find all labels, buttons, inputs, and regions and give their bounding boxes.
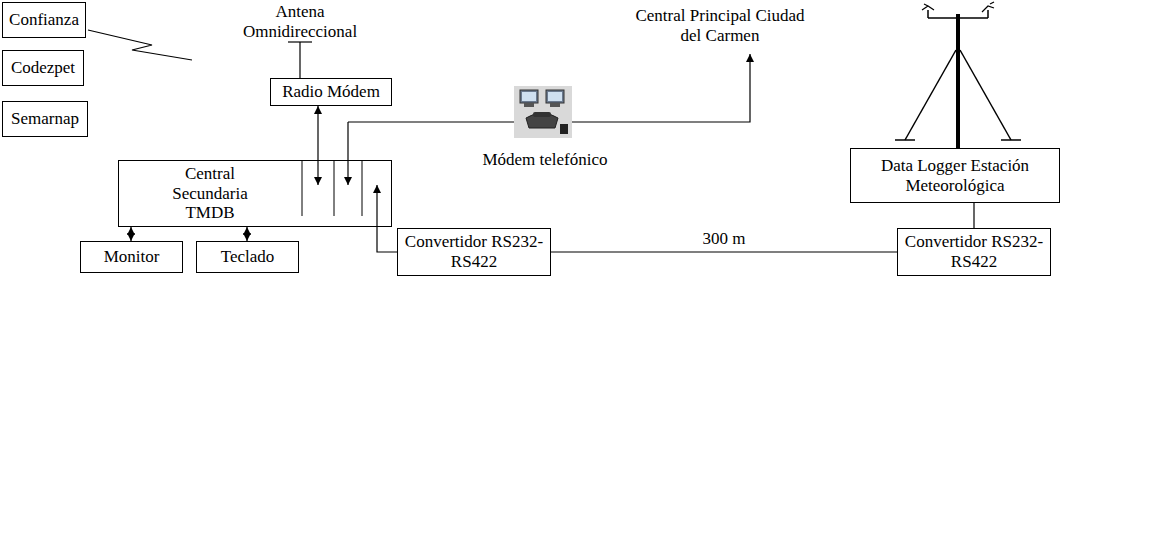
box-text: Confianza [9,10,79,30]
weather-tower [895,2,1021,148]
telephone-line-slot [347,122,348,185]
box-text: Convertidor RS232-RS422 [404,232,544,271]
telephone-modem-icon [514,86,572,138]
source-box: Confianza [2,2,86,38]
connector [317,106,318,185]
radio-modem-box: Radio Módem [270,78,392,106]
connector [246,227,247,241]
box-text: Data Logger Estación Meteorológica [860,156,1050,195]
connector [551,251,897,252]
converter-box: Convertidor RS232-RS422 [897,228,1051,276]
connector [377,185,397,252]
box-text: Central Secundaria TMDB [160,164,260,223]
radio-link-zigzag [88,30,192,60]
antenna-symbol [288,42,312,78]
slot-dividers [302,160,362,216]
box-text: Teclado [221,247,275,267]
modem-label: Módem telefónico [470,150,620,170]
connector [973,203,974,228]
box-text: Radio Módem [282,82,380,102]
converter-box: Convertidor RS232-RS422 [397,228,551,276]
central-box: Central Secundaria TMDB [118,160,392,227]
distance-label: 300 m [700,229,749,249]
antenna-label: Antena Omnidireccional [235,2,365,41]
source-box: Semarnap [2,101,88,137]
peripheral-box: Monitor [80,241,183,273]
box-text: Semarnap [11,109,79,129]
box-text: Convertidor RS232-RS422 [904,232,1044,271]
central-principal-label: Central Principal Ciudad del Carmen [635,6,805,45]
box-text: Codezpet [11,58,75,78]
peripheral-box: Teclado [196,241,299,273]
data-logger-box: Data Logger Estación Meteorológica [850,148,1060,203]
connector [130,227,131,241]
box-text: Monitor [104,247,160,267]
source-box: Codezpet [2,50,84,86]
